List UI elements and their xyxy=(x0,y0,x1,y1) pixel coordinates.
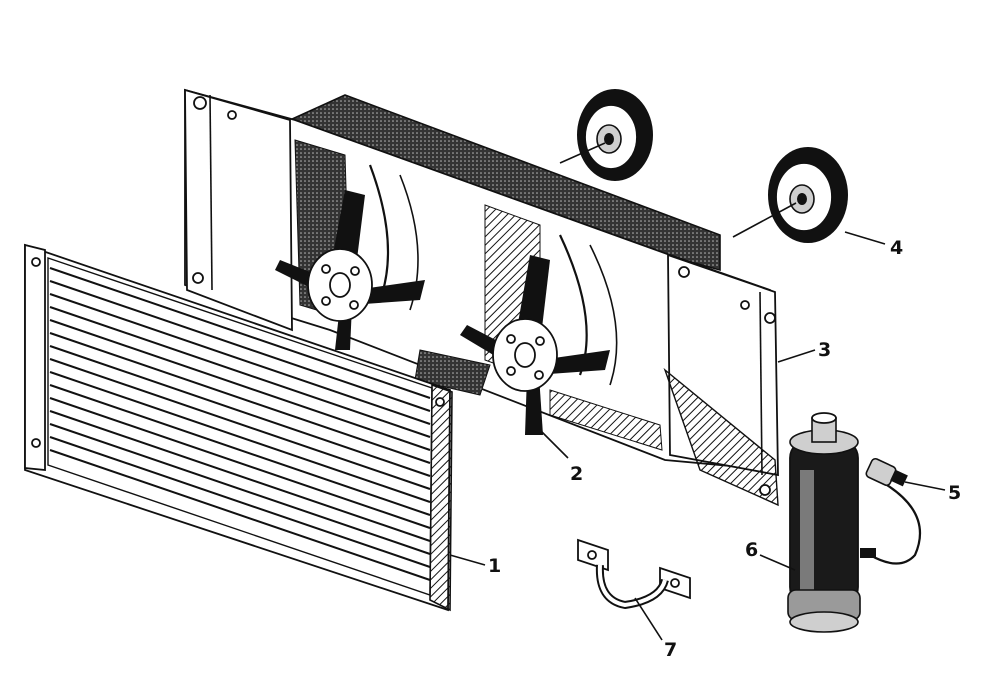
fan-motor-icon xyxy=(559,89,848,243)
mounting-bracket-icon xyxy=(577,538,691,610)
callout-4: 4 xyxy=(890,237,903,259)
callout-3: 3 xyxy=(818,339,831,361)
callout-2: 2 xyxy=(570,463,583,485)
pressure-switch-icon xyxy=(860,457,922,565)
leader-lines xyxy=(449,231,946,641)
callout-labels: 1 2 3 4 5 6 7 xyxy=(488,237,961,661)
callout-5: 5 xyxy=(948,482,961,504)
callout-6: 6 xyxy=(745,539,758,561)
receiver-drier-icon xyxy=(787,412,861,633)
callout-1: 1 xyxy=(488,555,501,577)
fan-icon xyxy=(275,190,610,435)
callout-7: 7 xyxy=(664,639,677,661)
condenser-radiator-icon xyxy=(24,243,453,612)
